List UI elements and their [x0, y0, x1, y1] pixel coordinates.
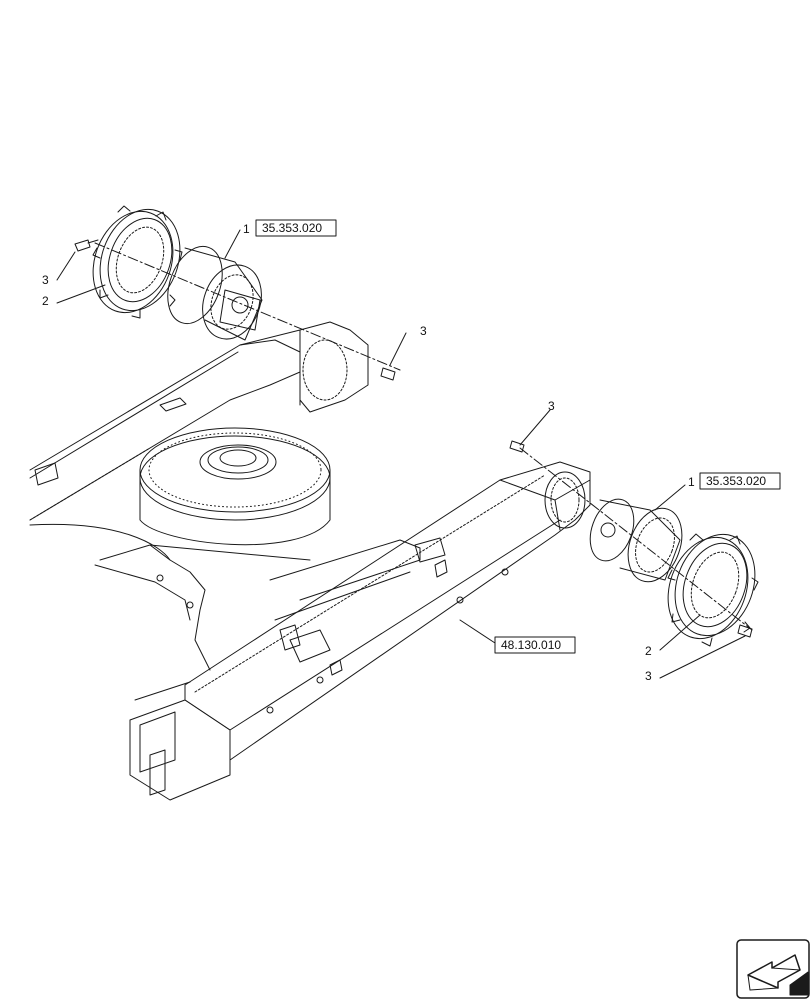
- left-sprocket: [92, 205, 183, 319]
- callout-center-bolt: 3: [420, 324, 427, 338]
- right-bolt-bottom: [737, 624, 753, 638]
- callouts: 3 2 1 3 3 1 2 3: [42, 222, 695, 683]
- next-page-arrow-icon[interactable]: [736, 939, 810, 999]
- left-bolt: [74, 239, 99, 252]
- ref-box-left-motor[interactable]: 35.353.020: [255, 219, 337, 237]
- callout-right-bolt-top: 3: [548, 399, 555, 413]
- ref-link-right-motor[interactable]: 35.353.020: [706, 474, 766, 488]
- ref-link-frame[interactable]: 48.130.010: [501, 638, 561, 652]
- leader-lines: [56, 229, 746, 679]
- right-bolt-top: [509, 440, 525, 453]
- ref-link-left-motor[interactable]: 35.353.020: [262, 221, 322, 235]
- ref-box-right-motor[interactable]: 35.353.020: [699, 472, 781, 490]
- callout-left-bolt: 3: [42, 273, 49, 287]
- right-axis-line: [519, 447, 753, 631]
- right-sprocket: [667, 533, 759, 647]
- callout-right-bolt-bottom: 3: [645, 669, 652, 683]
- callout-left-motor: 1: [243, 222, 250, 236]
- track-frame: [29, 321, 591, 801]
- callout-right-sprocket: 2: [645, 644, 652, 658]
- center-bolt: [380, 367, 396, 381]
- right-travel-motor: [589, 498, 683, 583]
- callout-right-motor: 1: [688, 475, 695, 489]
- callout-left-sprocket: 2: [42, 294, 49, 308]
- left-axis-line: [94, 242, 401, 371]
- left-travel-motor: [167, 245, 263, 341]
- ref-box-frame[interactable]: 48.130.010: [494, 636, 576, 654]
- swing-bearing: [139, 427, 331, 546]
